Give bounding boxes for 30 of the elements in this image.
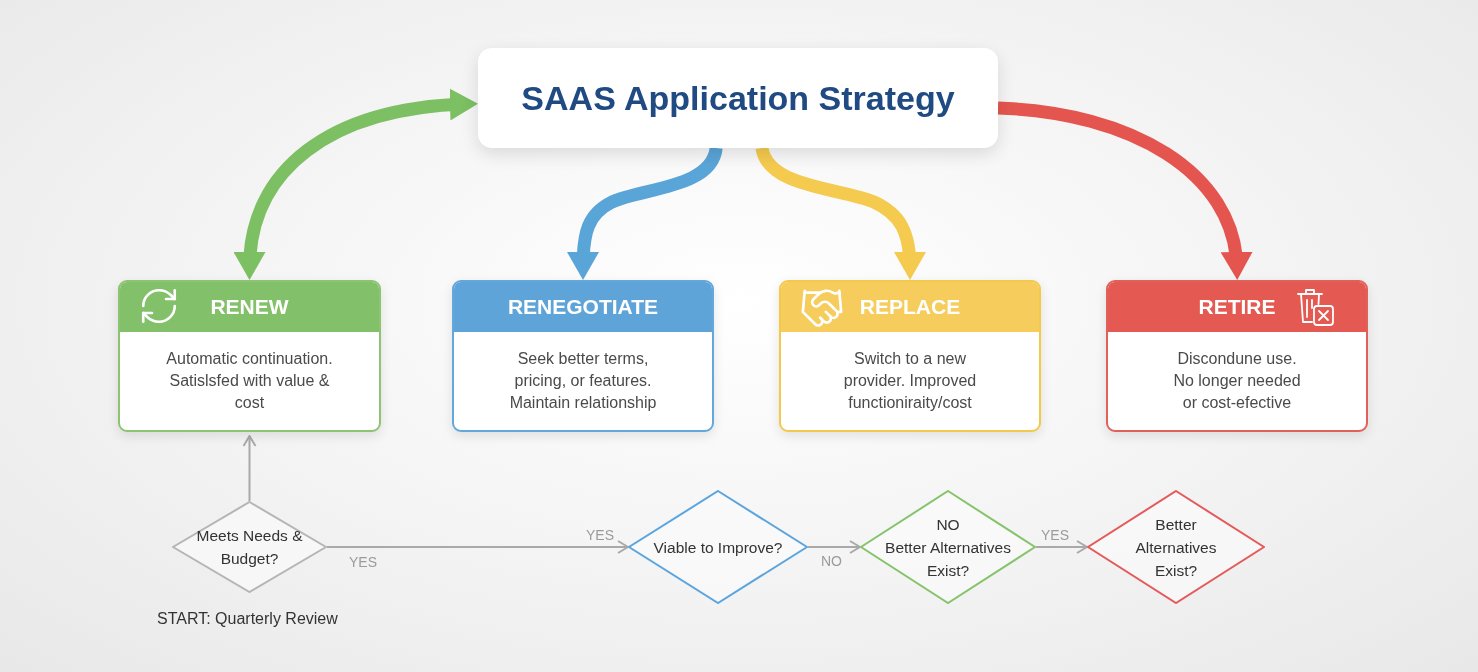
branch-label: YES — [586, 526, 614, 545]
edge-label: YES — [1041, 526, 1069, 545]
curved-arrow — [234, 89, 478, 280]
box-label: SAAS Application Strategy — [521, 77, 955, 119]
arrow — [807, 540, 861, 554]
card-title: RETIRE — [1198, 294, 1276, 321]
strategy-card — [779, 280, 1041, 432]
strategy-card — [118, 280, 381, 432]
arrow — [242, 435, 257, 502]
arrow — [326, 540, 629, 554]
decision-text: Better Alternatives Exist? — [1134, 514, 1218, 581]
card-description: Seek better terms, pricing, or features. Maintain relationship — [508, 349, 658, 413]
card-description: Automatic continuation. Satislsfed with value & cost — [165, 349, 334, 413]
card-title: REPLACE — [859, 294, 961, 321]
card-description: Switch to a new provider. Improved functioniraity/cost — [842, 349, 978, 413]
edge-label: YES — [349, 553, 377, 572]
strategy-card — [1106, 280, 1368, 432]
edge-label: NO — [821, 552, 842, 571]
card-title: RENEW — [210, 294, 289, 321]
strategy-card — [452, 280, 714, 432]
curved-arrow — [997, 101, 1252, 280]
node-caption: START: Quarterly Review — [157, 609, 338, 629]
decision-text: Meets Needs & Budget? — [195, 526, 304, 569]
card-title: RENEGOTIATE — [507, 294, 659, 321]
decision-text: Viable to Improve? — [653, 537, 783, 558]
decision-text: NO — [936, 514, 960, 535]
card-description: Discondune use. No longer needed or cost-efective — [1172, 349, 1302, 413]
arrow — [1035, 540, 1088, 554]
decision-text: Better Alternatives Exist? — [884, 537, 1012, 581]
title-box — [478, 48, 998, 148]
